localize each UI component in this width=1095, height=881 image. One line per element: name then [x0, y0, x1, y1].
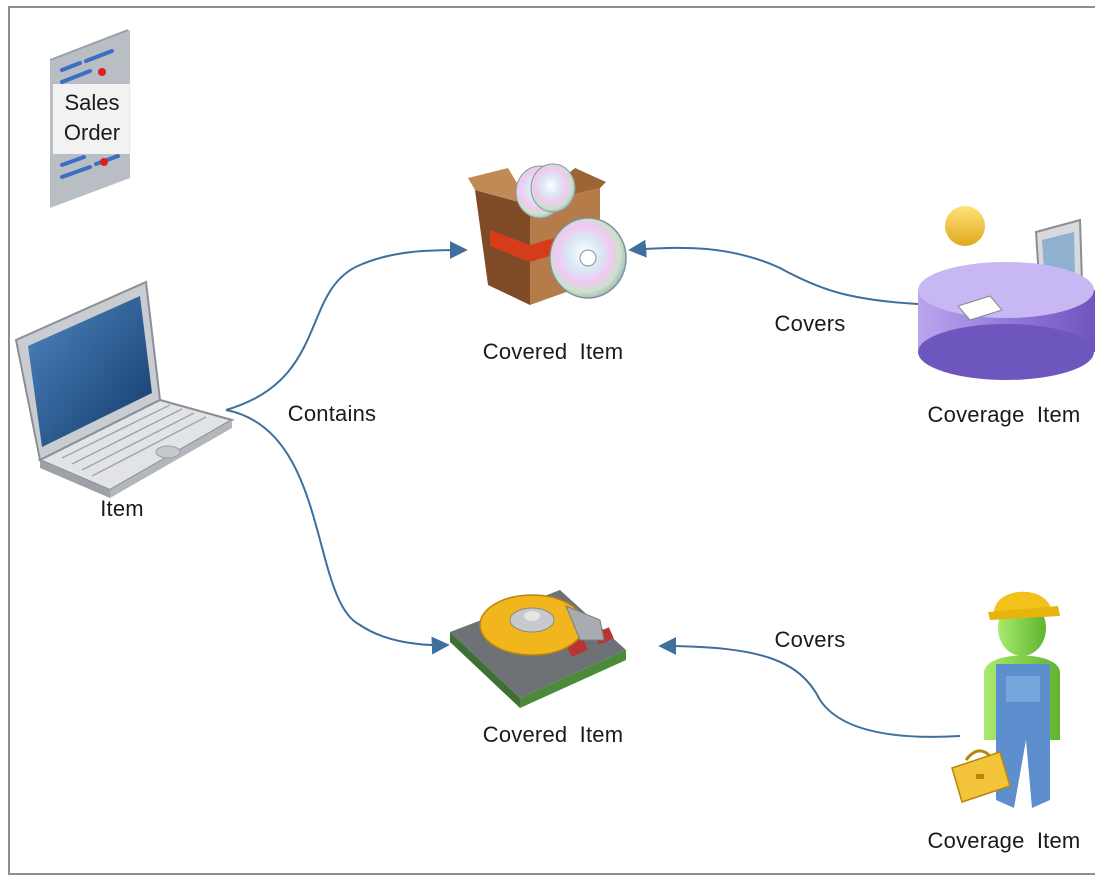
sales-order-label: Sales Order	[60, 88, 124, 148]
covers-arrow-top	[628, 239, 919, 305]
covers-bottom-label: Covers	[774, 627, 846, 652]
hard-drive-icon	[450, 590, 626, 708]
covered-item-bottom-label: Covered Item	[482, 722, 624, 747]
sales-order-label-line1: Sales	[64, 90, 120, 115]
technician-icon	[951, 591, 1060, 808]
item-label: Item	[100, 496, 144, 521]
coverage-item-top-label: Coverage Item	[927, 402, 1081, 427]
covers-arrow-bottom	[658, 637, 961, 738]
covers-top-label: Covers	[774, 311, 846, 336]
contains-arrow-bottom	[225, 409, 450, 655]
service-desk-icon	[918, 206, 1095, 380]
covered-item-top-label: Covered Item	[482, 339, 624, 364]
laptop-icon	[14, 280, 235, 498]
contains-label: Contains	[287, 401, 377, 426]
sales-order-label-line2: Order	[63, 120, 121, 145]
sales-order-icon	[49, 29, 131, 208]
contains-arrow-top	[225, 241, 468, 411]
cd-box-icon	[468, 163, 627, 305]
coverage-item-bottom-label: Coverage Item	[927, 828, 1081, 853]
